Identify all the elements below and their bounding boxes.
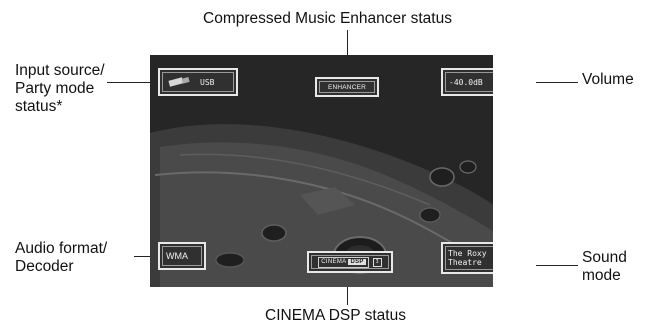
callout-audio-line2: Decoder: [15, 258, 107, 276]
input-source-text: USB: [200, 78, 214, 87]
callout-input-line1: Input source/: [15, 62, 105, 80]
tv-screen: USB ENHANCER -40.0dB WMA CINEMA DSP 3 Th…: [150, 55, 493, 287]
sound-mode-line2: Theatre: [448, 258, 487, 267]
audio-format-indicator: WMA: [158, 242, 206, 270]
sound-mode-line1: The Roxy: [448, 249, 487, 258]
enhancer-text: ENHANCER: [328, 84, 366, 91]
callout-audio-format: Audio format/ Decoder: [15, 240, 107, 276]
callout-sound-mode: Sound mode: [582, 249, 627, 285]
callout-input-line3: status*: [15, 98, 105, 116]
audio-format-text: WMA: [166, 251, 188, 261]
volume-indicator: -40.0dB: [441, 68, 493, 96]
callout-cinema-dsp: CINEMA DSP status: [265, 307, 406, 325]
callout-audio-line1: Audio format/: [15, 240, 107, 258]
cinema-text: CINEMA: [321, 259, 346, 265]
enhancer-indicator: ENHANCER: [315, 77, 379, 97]
callout-sound-line2: mode: [582, 267, 627, 285]
cinema-dsp-logo: CINEMA DSP: [318, 257, 368, 268]
input-source-indicator: USB: [158, 68, 238, 96]
leader-sound: [536, 265, 578, 266]
callout-enhancer: Compressed Music Enhancer status: [203, 10, 452, 28]
callout-sound-line1: Sound: [582, 249, 627, 267]
cinema-dsp-indicator: CINEMA DSP 3: [307, 251, 393, 273]
callout-input-source: Input source/ Party mode status*: [15, 62, 105, 116]
sound-mode-text: The Roxy Theatre: [448, 249, 487, 267]
sound-mode-indicator: The Roxy Theatre: [441, 242, 493, 274]
leader-volume: [536, 82, 578, 83]
dsp-tag: DSP: [348, 259, 365, 265]
speaker-icon: [491, 73, 493, 91]
volume-text: -40.0dB: [449, 78, 483, 87]
callout-volume: Volume: [582, 71, 634, 89]
usb-plug-icon: [168, 77, 190, 87]
callout-input-line2: Party mode: [15, 80, 105, 98]
dsp-3d-badge: 3: [373, 258, 382, 267]
